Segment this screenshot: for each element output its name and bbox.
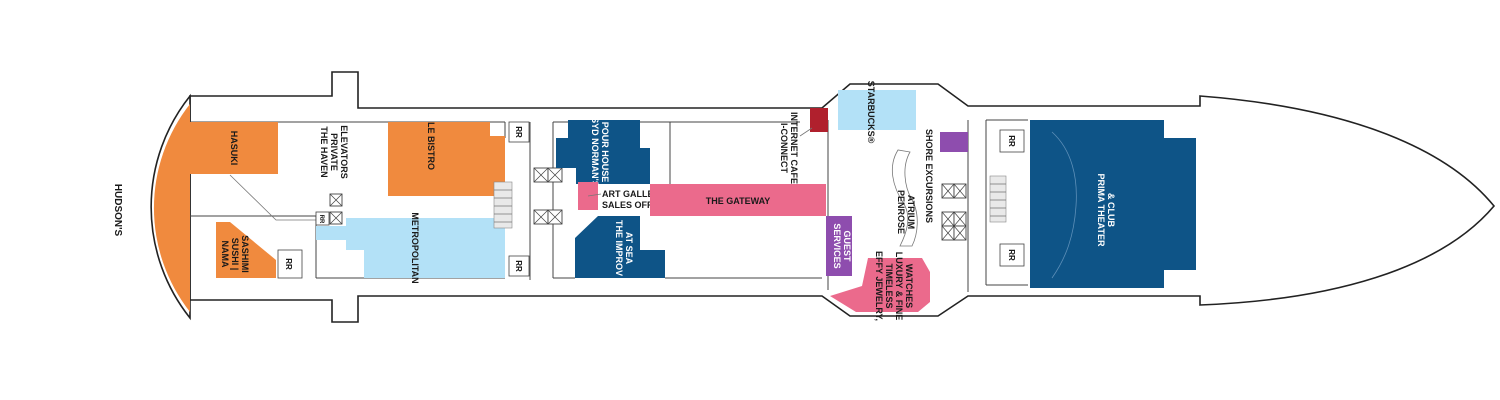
le-bistro-label: LE BISTRO bbox=[426, 122, 436, 170]
svg-text:SASHIMI: SASHIMI bbox=[240, 235, 250, 273]
starbucks-cafe[interactable] bbox=[838, 90, 916, 130]
improv-label: THE IMPROV AT SEA bbox=[614, 220, 634, 276]
art-gallery-label: ART GALLERY SALES OFFICE bbox=[602, 189, 668, 210]
svg-text:ELEVATORS: ELEVATORS bbox=[339, 125, 349, 179]
restroom-label: RR bbox=[1007, 135, 1016, 147]
guest-services[interactable] bbox=[826, 216, 852, 276]
theater-stage-outline bbox=[1051, 131, 1077, 279]
aft-elevators bbox=[533, 167, 563, 225]
hudsons-restaurant[interactable] bbox=[153, 104, 190, 312]
svg-text:SERVICES: SERVICES bbox=[832, 223, 842, 268]
the-gateway-shops[interactable] bbox=[650, 184, 826, 216]
svg-text:INTERNET CAFE: INTERNET CAFE bbox=[789, 112, 799, 184]
syd-normans-pour-house[interactable] bbox=[556, 120, 650, 184]
hasuki-restaurant[interactable] bbox=[190, 122, 278, 174]
svg-text:TIMELESS: TIMELESS bbox=[884, 263, 894, 308]
leader-line bbox=[587, 193, 602, 197]
nama-label: NAMA SUSHI | SASHIMI bbox=[220, 235, 250, 273]
svg-text:GUEST: GUEST bbox=[842, 230, 852, 262]
svg-text:POUR HOUSE: POUR HOUSE bbox=[600, 122, 610, 183]
restroom-mid-2 bbox=[508, 255, 530, 277]
svg-text:I-CONNECT: I-CONNECT bbox=[779, 123, 789, 173]
interior-walls bbox=[190, 119, 1028, 292]
nama-sushi-sashimi[interactable] bbox=[216, 222, 276, 278]
shore-excursions-desk[interactable] bbox=[940, 132, 968, 152]
restroom-mid-1 bbox=[508, 121, 530, 143]
svg-text:& CLUB: & CLUB bbox=[1106, 193, 1116, 227]
starbucks-label: STARBUCKS® bbox=[866, 81, 876, 144]
hudsons-label: HUDSON'S bbox=[112, 184, 123, 237]
penrose-atrium-outline bbox=[891, 149, 918, 247]
i-connect-internet-cafe[interactable] bbox=[810, 108, 828, 132]
prima-theater-label: PRIMA THEATER & CLUB bbox=[1096, 174, 1116, 247]
effy-jewelry-shop[interactable] bbox=[830, 258, 930, 312]
restroom-label: RR bbox=[514, 126, 523, 138]
i-connect-label: I-CONNECT INTERNET CAFE bbox=[779, 112, 799, 184]
svg-text:PENROSE: PENROSE bbox=[896, 190, 906, 234]
the-gateway-label: THE GATEWAY bbox=[706, 196, 771, 206]
restroom-label: RR bbox=[514, 260, 523, 272]
haven-elevator-icon bbox=[329, 193, 343, 225]
aft-stairs bbox=[493, 181, 513, 229]
shore-excursions-label: SHORE EXCURSIONS bbox=[924, 129, 934, 223]
svg-text:AT SEA: AT SEA bbox=[624, 232, 634, 265]
svg-text:SYD NORMAN'S: SYD NORMAN'S bbox=[590, 117, 600, 187]
svg-text:THE IMPROV: THE IMPROV bbox=[614, 220, 624, 276]
effy-label: EFFY JEWELRY, TIMELESS LUXURY & FINE WAT… bbox=[874, 251, 914, 321]
forward-elevators bbox=[941, 183, 967, 241]
penrose-atrium-label: PENROSE ATRIUM bbox=[896, 190, 916, 234]
svg-text:LUXURY & FINE: LUXURY & FINE bbox=[894, 252, 904, 321]
metropolitan-label: METROPOLITAN bbox=[410, 212, 420, 283]
svg-text:PRIVATE: PRIVATE bbox=[329, 133, 339, 171]
restroom-label: RR bbox=[318, 215, 324, 224]
svg-text:THE HAVEN: THE HAVEN bbox=[319, 126, 329, 177]
restroom-label: RR bbox=[1007, 249, 1016, 261]
restroom-haven bbox=[315, 211, 330, 226]
restroom-aft-1 bbox=[277, 249, 303, 279]
leader-line bbox=[799, 127, 813, 137]
svg-text:EFFY JEWELRY,: EFFY JEWELRY, bbox=[874, 251, 884, 321]
svg-text:SUSHI |: SUSHI | bbox=[230, 238, 240, 271]
metropolitan-bar[interactable] bbox=[316, 218, 505, 278]
restroom-fwd-2 bbox=[999, 243, 1025, 267]
svg-text:PRIMA THEATER: PRIMA THEATER bbox=[1096, 174, 1106, 247]
svg-text:SALES OFFICE: SALES OFFICE bbox=[602, 200, 668, 210]
haven-elevators-label: THE HAVEN PRIVATE ELEVATORS bbox=[319, 125, 349, 179]
svg-text:WATCHES: WATCHES bbox=[904, 264, 914, 308]
syd-normans-label: SYD NORMAN'S POUR HOUSE bbox=[590, 117, 610, 187]
le-bistro-restaurant[interactable] bbox=[388, 122, 505, 196]
svg-text:NAMA: NAMA bbox=[220, 241, 230, 268]
guest-services-label: GUEST SERVICES bbox=[832, 223, 852, 268]
forward-stairs bbox=[989, 175, 1007, 223]
svg-text:ATRIUM: ATRIUM bbox=[906, 195, 916, 229]
restroom-label: RR bbox=[284, 258, 293, 270]
the-improv-at-sea[interactable] bbox=[575, 216, 665, 278]
restroom-fwd-1 bbox=[999, 129, 1025, 153]
corridor-line bbox=[229, 174, 316, 221]
hasuki-label: HASUKI bbox=[229, 131, 239, 166]
svg-text:ART GALLERY: ART GALLERY bbox=[602, 189, 666, 199]
